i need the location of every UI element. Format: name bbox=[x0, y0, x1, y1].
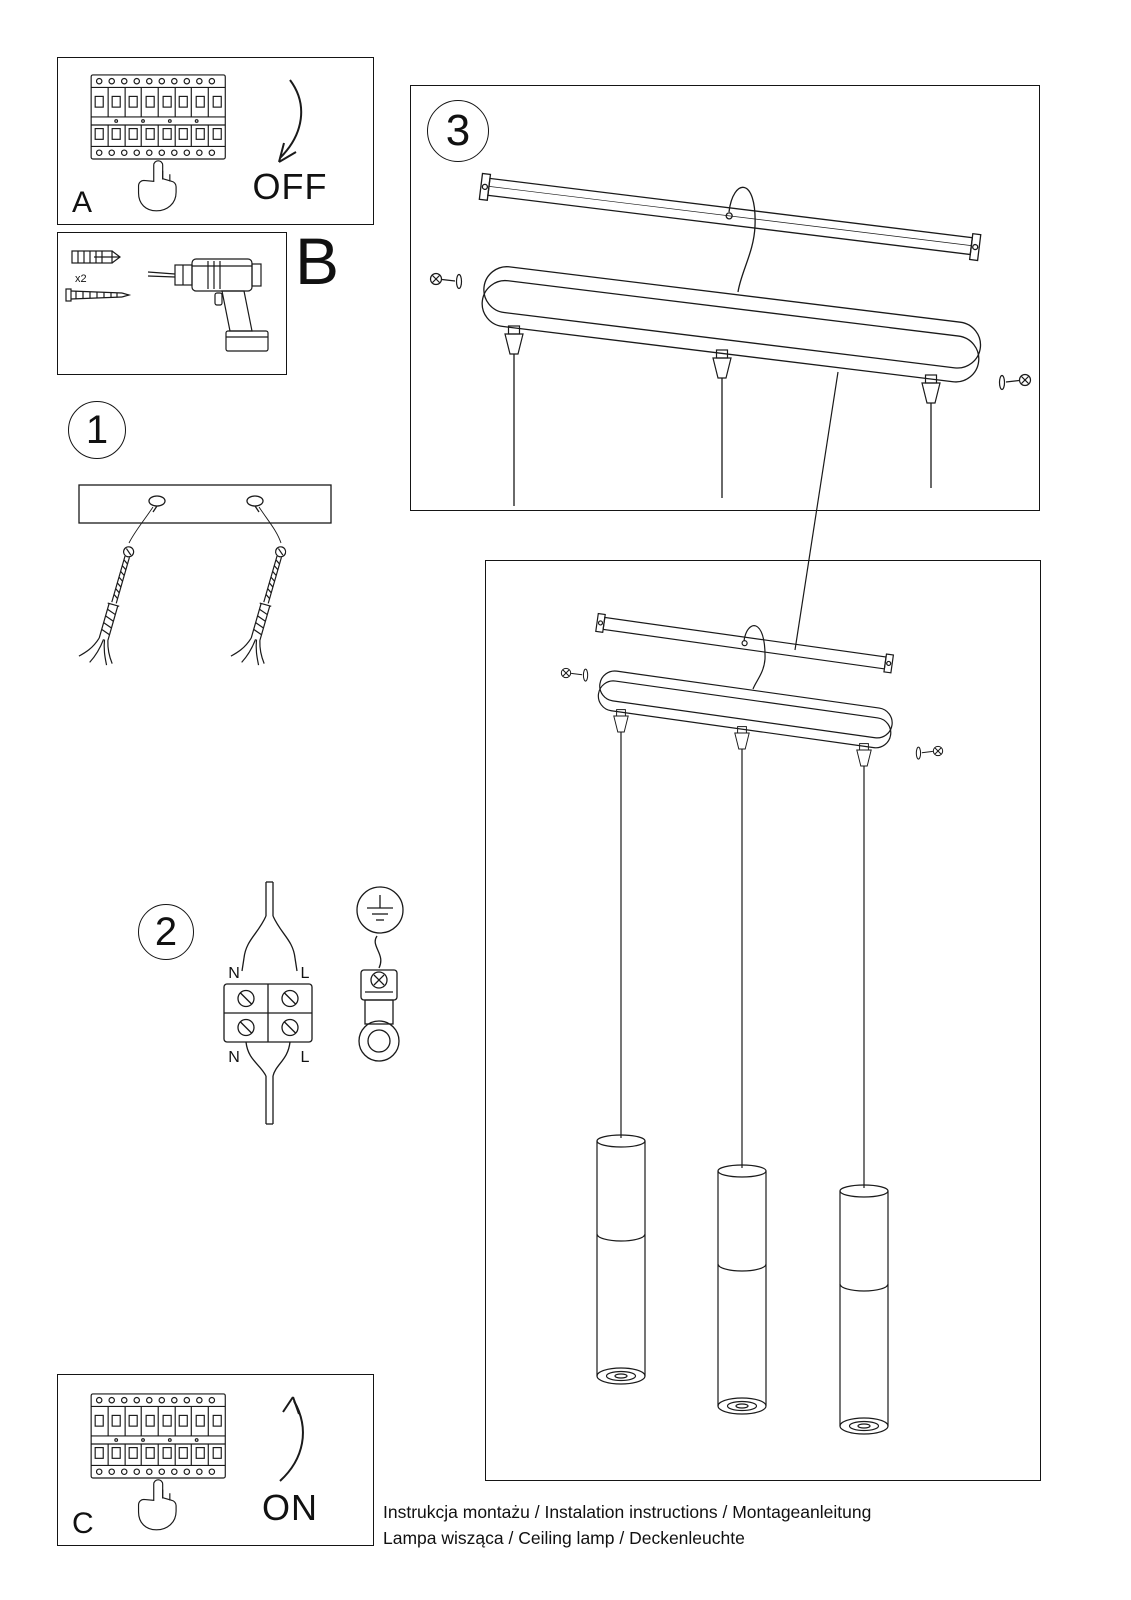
ground-symbol-icon bbox=[356, 886, 404, 934]
step1-diagram bbox=[77, 484, 332, 670]
drill-icon bbox=[147, 258, 269, 352]
side-screw-icon bbox=[915, 745, 944, 760]
footer-line2: Lampa wisząca / Ceiling lamp / Deckenleu… bbox=[383, 1528, 745, 1548]
screw-icon bbox=[65, 288, 72, 302]
step-letter-a: A bbox=[72, 186, 93, 219]
step2-wiring-diagram: N L N L bbox=[223, 881, 404, 1125]
pendant-lamp-diagram bbox=[560, 612, 944, 1435]
side-screw-icon bbox=[998, 373, 1032, 391]
supply-cable bbox=[728, 186, 756, 293]
arrow-on-icon bbox=[279, 1396, 304, 1482]
wire-label-n-bottom: N bbox=[228, 1049, 240, 1066]
pendant-shade bbox=[839, 1184, 889, 1435]
step2-number: 2 bbox=[154, 909, 178, 954]
tools-diagram: x2 bbox=[65, 250, 269, 352]
footer-line1: Instrukcja montażu / Instalation instruc… bbox=[383, 1502, 872, 1522]
on-label: ON bbox=[262, 1487, 318, 1528]
step3-panel: 3 bbox=[410, 85, 1040, 511]
footer-text: Instrukcja montażu / Instalation instruc… bbox=[383, 1499, 871, 1551]
step3-number: 3 bbox=[445, 106, 471, 155]
arrow-off-icon bbox=[278, 79, 303, 163]
side-screw-icon bbox=[560, 667, 589, 682]
pendant-shade bbox=[717, 1164, 767, 1415]
step-letter-c: C bbox=[72, 1507, 94, 1540]
ground-terminal bbox=[358, 969, 400, 1062]
wire-label-l-top: L bbox=[301, 965, 310, 982]
cord-grip-icon bbox=[504, 325, 524, 355]
panel-on-step: ON C bbox=[57, 1374, 374, 1546]
mounting-plate bbox=[78, 484, 332, 524]
mounting-bracket bbox=[478, 172, 982, 262]
wire-label-l-bottom: L bbox=[301, 1049, 310, 1066]
supply-cable-small bbox=[743, 625, 766, 690]
step1-badge: 1 bbox=[68, 401, 126, 459]
canopy-body bbox=[481, 266, 982, 383]
step2-badge: 2 bbox=[138, 904, 194, 960]
wire-label-n-top: N bbox=[228, 965, 240, 982]
panel-off-step: OFF A bbox=[57, 57, 374, 225]
pendant-shade bbox=[596, 1134, 646, 1385]
side-screw-icon bbox=[429, 272, 463, 290]
off-label: OFF bbox=[252, 166, 328, 207]
assembled-lamp-panel bbox=[485, 560, 1041, 1481]
tools-step: x2 bbox=[57, 232, 287, 375]
step3-badge: 3 bbox=[427, 100, 489, 162]
canopy-exploded-diagram bbox=[429, 172, 1032, 506]
anchor-count-label: x2 bbox=[75, 273, 87, 285]
step1-number: 1 bbox=[85, 407, 109, 452]
canopy-body-small bbox=[597, 670, 893, 749]
step-letter-b: B bbox=[295, 224, 340, 298]
mounting-bracket-small bbox=[595, 612, 895, 674]
